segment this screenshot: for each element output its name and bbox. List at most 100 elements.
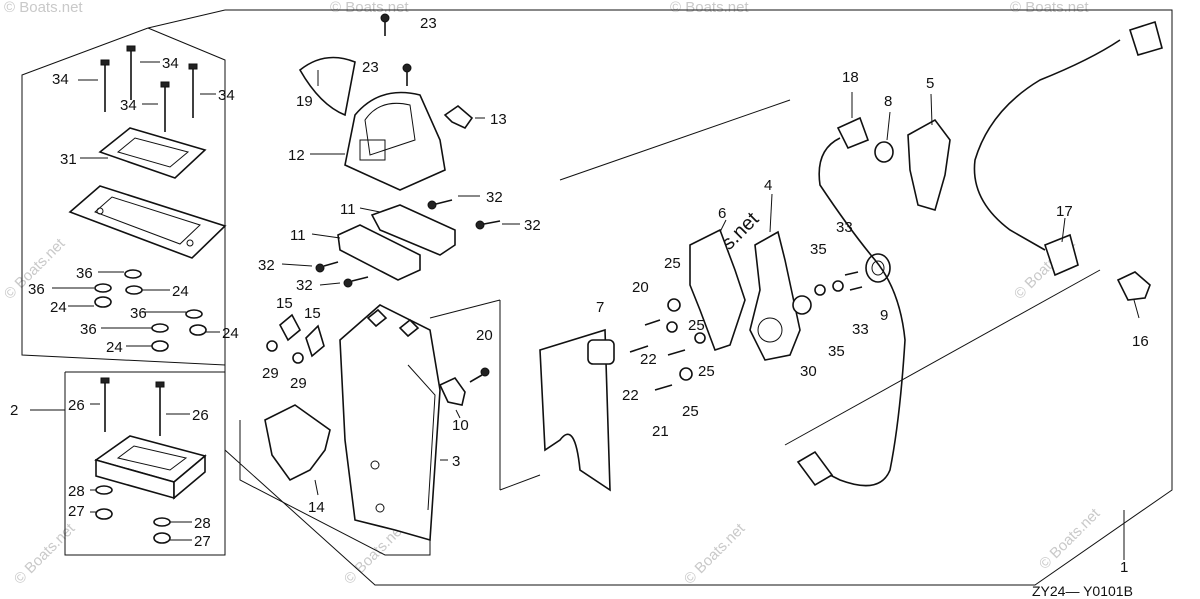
- callout-36: 36: [28, 281, 45, 298]
- screws-23: [380, 13, 412, 86]
- callout-22: 22: [640, 351, 657, 368]
- callout-26: 26: [68, 397, 85, 414]
- callout-2: 2: [10, 402, 18, 419]
- screw-20: [469, 367, 490, 383]
- watermark: © Boats.net: [4, 0, 83, 16]
- callout-3: 3: [452, 453, 460, 470]
- watermark: © Boats.net: [1010, 0, 1089, 16]
- callout-32: 32: [258, 257, 275, 274]
- watermark: © Boats.net: [681, 520, 749, 588]
- screws-32: [315, 199, 501, 288]
- callout-34: 34: [218, 87, 235, 104]
- callout-10: 10: [452, 417, 469, 434]
- watermark: © Boats.net: [11, 520, 79, 588]
- center-gasket: [539, 328, 611, 492]
- connector-17: [1044, 233, 1079, 277]
- housing-12: [344, 91, 446, 191]
- housing-box: [239, 299, 501, 556]
- callout-23: 23: [420, 15, 437, 32]
- callout-9: 9: [880, 307, 888, 324]
- callout-34: 34: [52, 71, 69, 88]
- callout-19: 19: [296, 93, 313, 110]
- callout-32: 32: [486, 189, 503, 206]
- callout-20: 20: [476, 327, 493, 344]
- bolt-34: [100, 45, 198, 132]
- callouts: 23 23 34 34 34 34 19 13 31 12 32 11 32 1…: [10, 15, 1149, 576]
- callout-25: 25: [688, 317, 705, 334]
- callout-15: 15: [276, 295, 293, 312]
- plate-31: [98, 127, 207, 179]
- callout-7: 7: [596, 299, 604, 316]
- callout-36: 36: [76, 265, 93, 282]
- callout-24: 24: [50, 299, 67, 316]
- part-5: [907, 118, 951, 211]
- cover-19: [298, 56, 356, 117]
- right-internals: [559, 20, 1163, 487]
- nuts-washers: [94, 269, 207, 352]
- arm-4: [749, 230, 801, 361]
- clips-15: [266, 313, 325, 364]
- callout-35: 35: [828, 343, 845, 360]
- callout-27: 27: [194, 533, 211, 550]
- watermark: © Boats.net: [670, 0, 749, 16]
- connector-18: [836, 116, 870, 150]
- callout-22: 22: [622, 387, 639, 404]
- part-7: [587, 339, 615, 365]
- callout-25: 25: [682, 403, 699, 420]
- diagram-code: ZY24— Y0101B: [1032, 583, 1133, 599]
- bracket-10: [438, 376, 466, 406]
- callout-36: 36: [80, 321, 97, 338]
- watermarks: © Boats.net © Boats.net © Boats.net © Bo…: [1, 0, 1104, 588]
- bracket-13: [443, 104, 474, 130]
- callout-32: 32: [524, 217, 541, 234]
- callout-6: 6: [718, 205, 726, 222]
- callout-26: 26: [192, 407, 209, 424]
- callout-15: 15: [304, 305, 321, 322]
- callout-27: 27: [68, 503, 85, 520]
- callout-36: 36: [130, 305, 147, 322]
- callout-28: 28: [194, 515, 211, 532]
- callout-32: 32: [296, 277, 313, 294]
- callout-28: 28: [68, 483, 85, 500]
- callout-12: 12: [288, 147, 305, 164]
- callout-11: 11: [340, 201, 356, 218]
- brackets-11: [337, 204, 456, 281]
- spacer-group: [64, 371, 226, 556]
- callout-33: 33: [836, 219, 853, 236]
- watermark: © Boats.net: [1036, 505, 1104, 573]
- part-8: [874, 141, 894, 163]
- plate-14: [264, 404, 331, 482]
- body-3: [339, 304, 441, 542]
- connector-lower: [796, 450, 834, 487]
- lever-6: [689, 228, 746, 352]
- callout-24: 24: [172, 283, 189, 300]
- callout-13: 13: [490, 111, 507, 128]
- callout-31: 31: [60, 151, 77, 168]
- callout-24: 24: [222, 325, 239, 342]
- callout-35: 35: [810, 241, 827, 258]
- callout-25: 25: [698, 363, 715, 380]
- callout-29: 29: [262, 365, 279, 382]
- part-30: [792, 295, 812, 315]
- plug-top: [1128, 20, 1163, 56]
- callout-25: 25: [664, 255, 681, 272]
- callout-4: 4: [764, 177, 772, 194]
- watermark: © Boats.net: [330, 0, 409, 16]
- callout-16: 16: [1132, 333, 1149, 350]
- callout-33: 33: [852, 321, 869, 338]
- part-9: [865, 253, 891, 283]
- leaders: [30, 61, 1140, 560]
- callout-29: 29: [290, 375, 307, 392]
- part-16: [1116, 271, 1151, 301]
- callout-34: 34: [120, 97, 137, 114]
- gasket-group: [21, 27, 227, 366]
- callout-30: 30: [800, 363, 817, 380]
- gasket: [68, 185, 227, 259]
- callout-11: 11: [290, 227, 306, 244]
- callout-5: 5: [926, 75, 934, 92]
- callout-20: 20: [632, 279, 649, 296]
- callout-34: 34: [162, 55, 179, 72]
- callout-17: 17: [1056, 203, 1073, 220]
- callout-21: 21: [652, 423, 669, 440]
